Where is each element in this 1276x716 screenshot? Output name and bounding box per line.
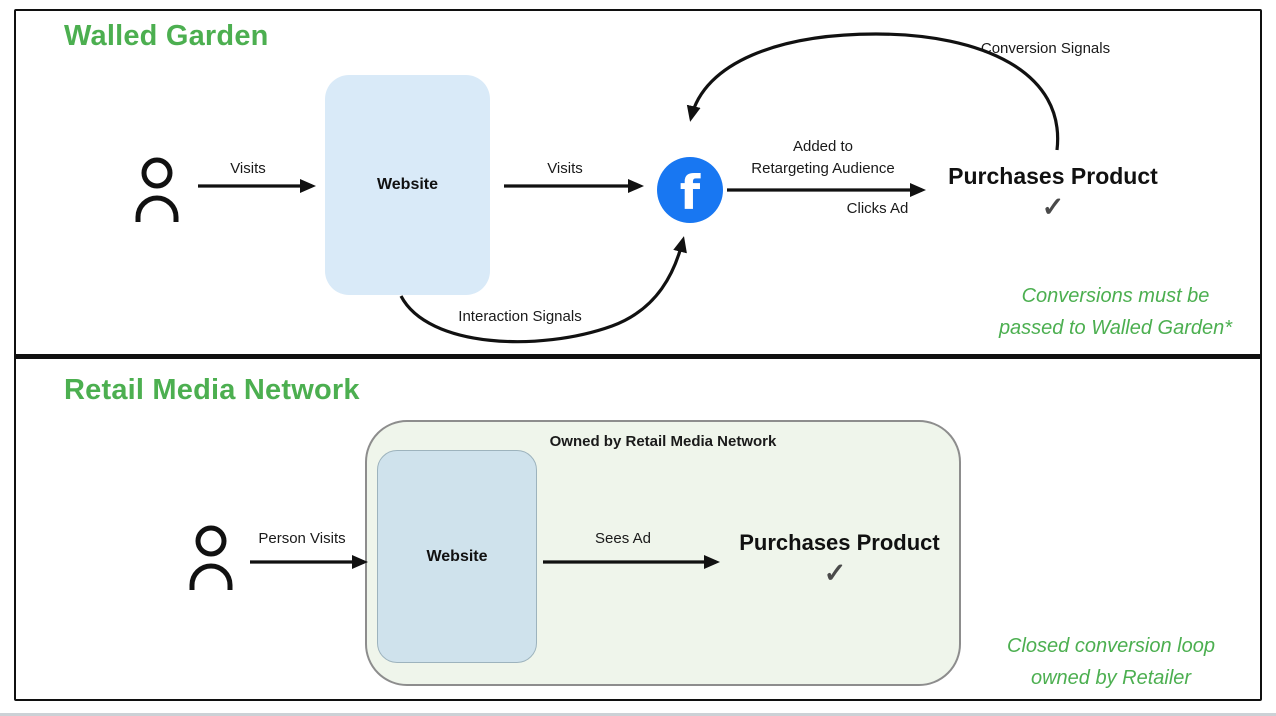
visits-label-person: Visits: [230, 160, 266, 177]
facebook-letter: f: [679, 165, 701, 221]
walled-garden-note: Conversions must be passed to Walled Gar…: [988, 280, 1243, 344]
visits-label-website: Visits: [547, 160, 583, 177]
facebook-icon: f: [657, 157, 723, 223]
person-visits-label: Person Visits: [258, 530, 346, 547]
retargeting-line2: Retargeting Audience: [751, 159, 895, 177]
website-label-rmn: Website: [426, 547, 488, 565]
walled-garden-title: Walled Garden: [64, 20, 269, 52]
website-box-rmn: Website: [377, 450, 537, 663]
section-divider: [14, 354, 1262, 359]
rmn-note: Closed conversion loop owned by Retailer: [985, 630, 1237, 694]
purchase-check-walled-garden: ✓: [1041, 192, 1065, 222]
purchase-check-rmn: ✓: [823, 558, 847, 588]
walled-garden-note-line1: Conversions must be: [1021, 285, 1210, 307]
owned-by-label: Owned by Retail Media Network: [549, 433, 777, 450]
purchases-product-rmn: Purchases Product: [739, 530, 940, 555]
purchases-product-walled-garden: Purchases Product: [948, 163, 1158, 189]
clicks-ad-label: Clicks Ad: [846, 200, 909, 217]
screen-bottom-edge: [0, 713, 1276, 716]
walled-garden-note-line2: passed to Walled Garden*: [998, 317, 1233, 339]
rmn-note-line2: owned by Retailer: [1030, 667, 1192, 689]
sees-ad-label: Sees Ad: [595, 530, 651, 547]
website-label: Website: [376, 176, 439, 193]
rmn-note-line1: Closed conversion loop: [1007, 635, 1215, 657]
retail-media-network-title: Retail Media Network: [64, 374, 360, 406]
